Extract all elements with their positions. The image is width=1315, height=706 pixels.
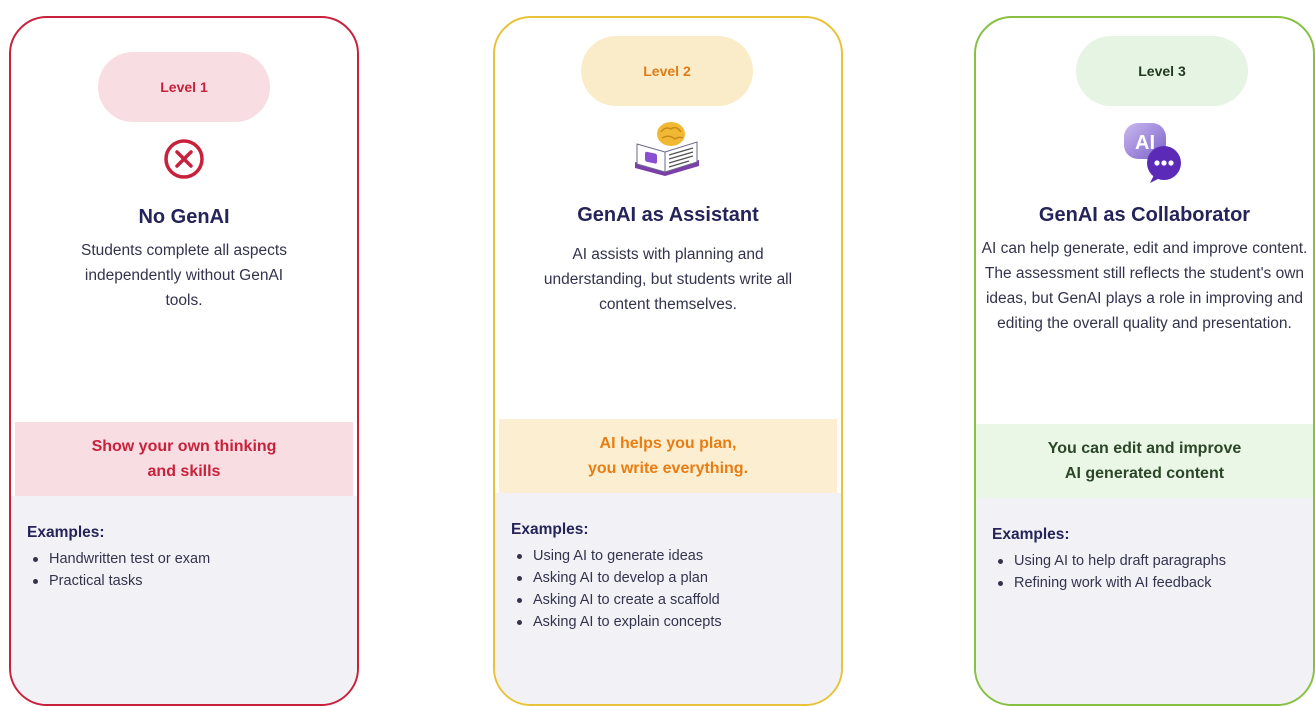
level-2-summary-band: AI helps you plan, you write everything. [499,419,837,493]
level-3-examples-list: Using AI to help draft paragraphs Refini… [992,550,1226,594]
list-item: Practical tasks [27,570,210,592]
level-3-examples-panel: Examples: Using AI to help draft paragra… [976,498,1313,704]
list-item: Asking AI to explain concepts [511,611,722,633]
level-1-summary-line2: and skills [147,463,221,480]
list-item: Handwritten test or exam [27,548,210,570]
level-3-summary-band: You can edit and improve AI generated co… [976,424,1313,498]
level-3-pill: Level 3 [1076,36,1248,106]
level-1-examples-list: Handwritten test or exam Practical tasks [27,548,210,592]
list-item: Refining work with AI feedback [992,572,1226,594]
list-item: Asking AI to create a scaffold [511,589,722,611]
ai-chat-bubble-icon: AI [1118,119,1190,191]
level-2-summary-line2: you write everything. [587,460,749,477]
list-item: Using AI to help draft paragraphs [992,550,1226,572]
list-item: Asking AI to develop a plan [511,567,722,589]
list-item: Using AI to generate ideas [511,545,722,567]
level-2-card: Level 2 GenAI as Assistant AI assists wi… [493,16,843,706]
level-1-description: Students complete all aspects independen… [81,242,287,309]
ai-badge-text: AI [1135,132,1155,154]
level-1-pill: Level 1 [98,52,270,122]
level-2-examples-panel: Examples: Using AI to generate ideas Ask… [495,493,841,704]
ai-book-brain-icon [629,114,705,190]
level-1-card: Level 1 No GenAI Students complete all a… [9,16,359,706]
level-3-description: AI can help generate, edit and improve c… [981,240,1308,332]
level-2-examples-heading: Examples: [511,521,589,538]
level-3-title: GenAI as Collaborator [1038,204,1251,226]
level-1-summary-band: Show your own thinking and skills [15,422,353,496]
level-2-examples-list: Using AI to generate ideas Asking AI to … [511,545,722,633]
level-2-description: AI assists with planning and understandi… [543,246,793,313]
level-1-title: No GenAI [138,206,230,228]
level-3-summary-line2: AI generated content [1064,465,1225,482]
level-3-card: Level 3 AI GenAI as Collaborator AI can … [974,16,1315,706]
level-2-pill: Level 2 [581,36,753,106]
level-1-summary-line1: Show your own thinking [91,438,277,455]
level-2-title: GenAI as Assistant [577,204,759,226]
level-3-examples-heading: Examples: [992,526,1070,543]
level-1-examples-panel: Examples: Handwritten test or exam Pract… [11,496,357,704]
cross-circle-icon [162,137,206,181]
level-1-examples-heading: Examples: [27,524,105,541]
level-3-summary-line1: You can edit and improve [1047,440,1242,457]
level-2-summary-line1: AI helps you plan, [599,435,737,452]
